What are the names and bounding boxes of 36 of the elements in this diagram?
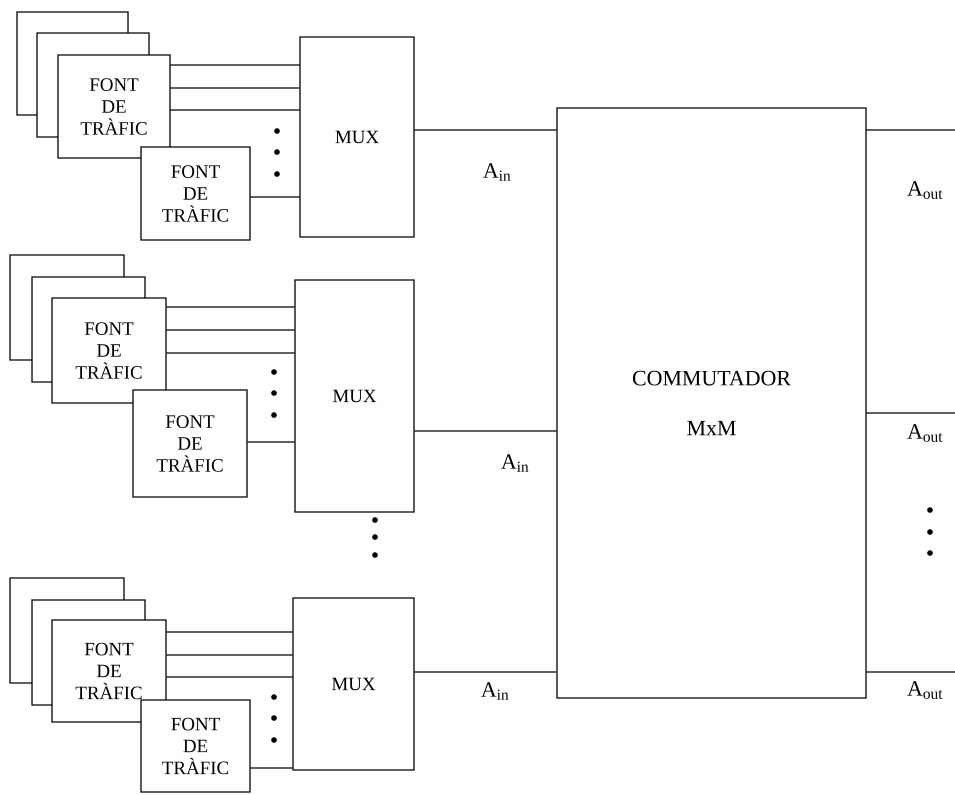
line bbox=[414, 671, 556, 673]
stacked-source-boxes: FONT DE TRÀFIC bbox=[9, 254, 167, 404]
edge-label: A$_{out}$ bbox=[907, 181, 942, 199]
line bbox=[166, 631, 292, 633]
line bbox=[166, 352, 294, 354]
node-label: TRÀFIC bbox=[76, 682, 142, 700]
line bbox=[250, 767, 292, 769]
edge-label: A$_{out}$ bbox=[907, 424, 942, 442]
line bbox=[866, 671, 955, 673]
line bbox=[248, 441, 294, 443]
source-box: FONT DE TRÀFIC bbox=[140, 699, 251, 793]
node-label: TRÀFIC bbox=[76, 362, 142, 379]
line bbox=[866, 129, 955, 131]
source-box: MUX bbox=[299, 36, 415, 238]
source-box: MUX bbox=[292, 597, 415, 771]
line bbox=[170, 87, 300, 89]
edge-label: A$_{in}$ bbox=[481, 682, 508, 700]
stacked-source-boxes: FONT DE TRÀFIC bbox=[9, 577, 167, 723]
edge-label: A$_{in}$ bbox=[483, 163, 510, 181]
stacked-source-boxes: FONT DE TRÀFIC bbox=[16, 11, 171, 159]
line bbox=[170, 64, 300, 66]
source-box: FONT DE TRÀFIC bbox=[132, 389, 248, 498]
line bbox=[414, 430, 556, 432]
line bbox=[414, 129, 556, 131]
edge-label: A$_{in}$ bbox=[501, 454, 528, 472]
edge-label: A$_{out}$ bbox=[907, 681, 942, 699]
line bbox=[166, 654, 292, 656]
switch-box: COMMUTADOR MxM bbox=[556, 107, 867, 699]
line bbox=[166, 676, 292, 678]
line bbox=[866, 412, 955, 414]
line bbox=[166, 329, 294, 331]
line bbox=[170, 109, 300, 111]
source-box: FONT DE TRÀFIC bbox=[140, 146, 251, 241]
line bbox=[166, 306, 294, 308]
source-box: MUX bbox=[294, 279, 415, 513]
line bbox=[250, 196, 300, 198]
